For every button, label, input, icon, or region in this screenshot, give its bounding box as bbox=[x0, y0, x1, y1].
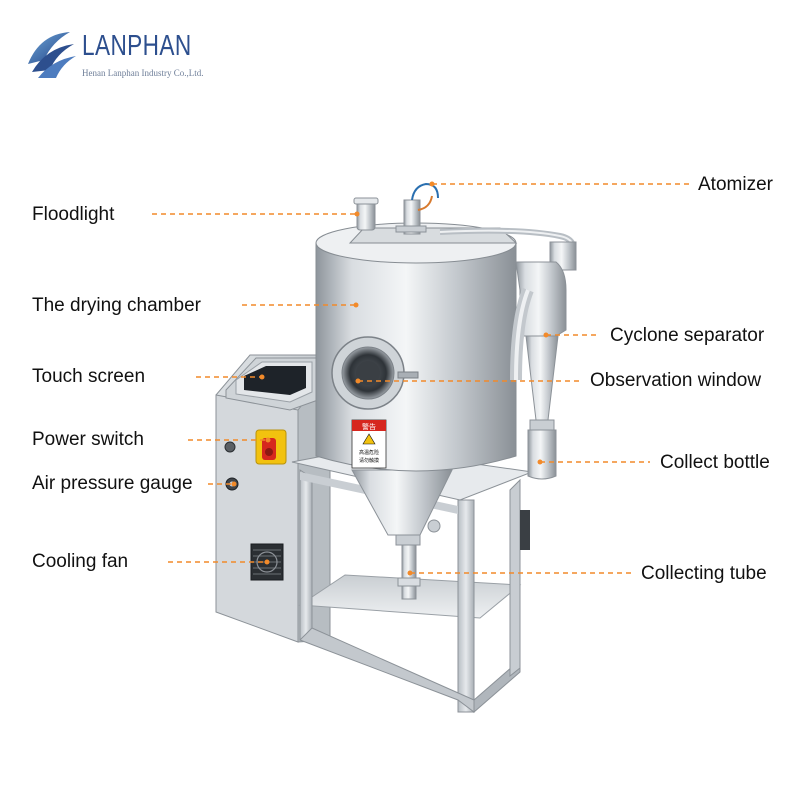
leader-dots bbox=[231, 181, 549, 576]
label-collecting-tube: Collecting tube bbox=[641, 563, 767, 584]
label-power-switch: Power switch bbox=[32, 429, 144, 450]
label-floodlight: Floodlight bbox=[32, 204, 115, 225]
label-collect-bottle: Collect bottle bbox=[660, 452, 770, 473]
cyclone-separator bbox=[525, 335, 559, 421]
label-drying-chamber: The drying chamber bbox=[32, 295, 201, 316]
touch-screen-display bbox=[244, 366, 306, 395]
label-cooling-fan: Cooling fan bbox=[32, 551, 129, 572]
label-atomizer: Atomizer bbox=[698, 174, 773, 195]
cyclone-separator-assembly bbox=[439, 227, 577, 480]
warning-sign-line1: 高温危险 bbox=[359, 449, 379, 456]
label-observation-window: Observation window bbox=[590, 370, 762, 391]
label-air-pressure-gauge: Air pressure gauge bbox=[32, 473, 193, 494]
label-touch-screen: Touch screen bbox=[32, 366, 146, 387]
collect-bottle bbox=[527, 429, 557, 480]
top-fittings bbox=[353, 182, 439, 235]
brand-name: LANPHAN bbox=[82, 30, 192, 62]
brand-logo: LANPHAN Henan Lanphan Industry Co.,Ltd. bbox=[22, 24, 212, 84]
drying-chamber: 警告 高温危险 请勿触摸 bbox=[315, 222, 518, 472]
warning-sign-line2: 请勿触摸 bbox=[359, 457, 379, 464]
brand-subtitle: Henan Lanphan Industry Co.,Ltd. bbox=[82, 68, 204, 78]
warning-sign-title: 警告 bbox=[362, 422, 376, 431]
leader-lines bbox=[152, 183, 690, 574]
lanphan-logo-icon bbox=[28, 32, 76, 78]
label-cyclone-separator: Cyclone separator bbox=[610, 325, 765, 346]
